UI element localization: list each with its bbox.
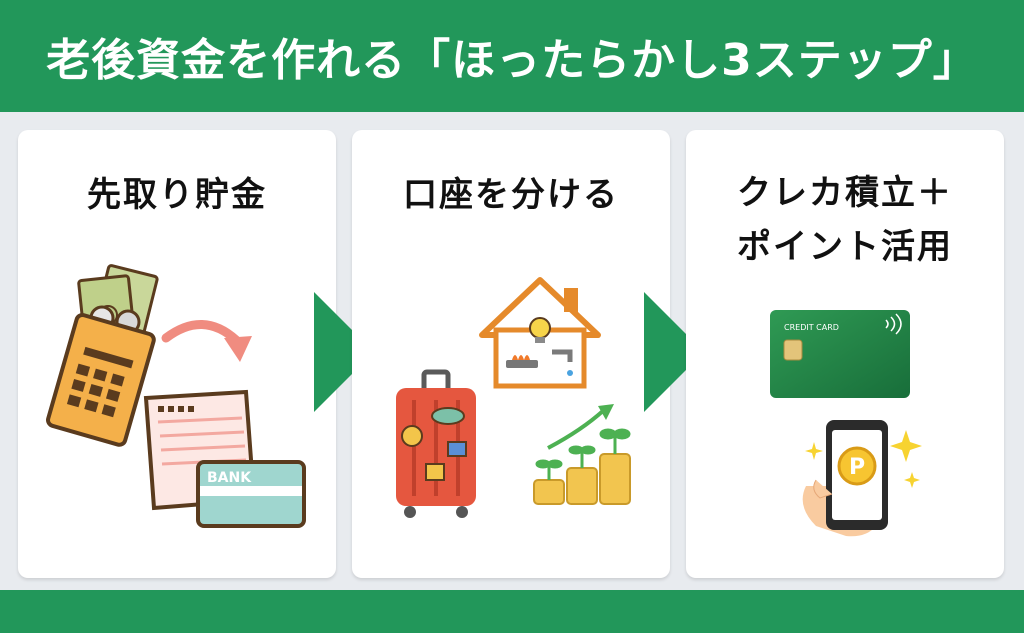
- step-3-title-line-1: クレカ積立＋: [737, 173, 953, 213]
- sparkle-icon: [805, 430, 922, 488]
- smartphone-point-icon: P: [802, 420, 888, 537]
- step-card-3: クレカ積立＋ ポイント活用 CREDIT CARD P: [686, 130, 1004, 578]
- accounts-illustration: [396, 277, 631, 518]
- step-1-title: 先取り貯金: [87, 175, 267, 215]
- page-title: 老後資金を作れる「ほったらかし3ステップ」: [46, 35, 978, 86]
- next-step-arrow-icon-2: [644, 292, 704, 412]
- footer-bar: [0, 590, 1024, 633]
- growing-coins-icon: [533, 404, 631, 505]
- credit-card-points-illustration: CREDIT CARD P: [770, 310, 922, 537]
- step-2-title: 口座を分ける: [403, 175, 619, 215]
- bank-card-icon: [196, 460, 306, 528]
- house-utilities-icon: [479, 277, 601, 389]
- svg-text:BANK: BANK: [207, 470, 252, 486]
- next-step-arrow-icon: [314, 292, 374, 412]
- transfer-arrow-icon: [161, 320, 252, 362]
- step-card-1: 先取り貯金: [18, 130, 336, 578]
- envelope-calculator-icon: [46, 313, 156, 447]
- savings-illustration: BANK: [46, 264, 306, 528]
- credit-card-icon: [770, 310, 910, 398]
- svg-text:P: P: [849, 455, 865, 480]
- header-banner: 老後資金を作れる「ほったらかし3ステップ」: [0, 0, 1024, 112]
- suitcase-icon: [396, 369, 476, 518]
- step-card-2: 口座を分ける: [352, 130, 670, 578]
- svg-text:CREDIT CARD: CREDIT CARD: [784, 323, 839, 332]
- step-3-title-line-2: ポイント活用: [737, 227, 953, 267]
